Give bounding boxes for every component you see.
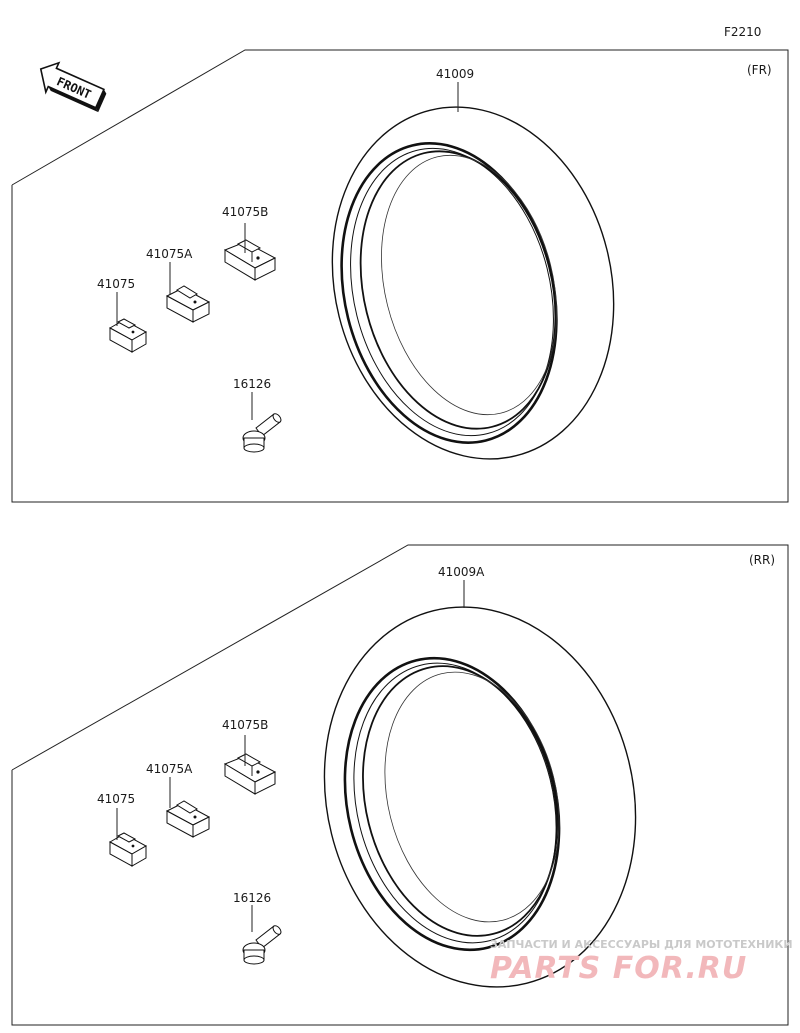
front-weight-a-part-number: 41075A: [146, 247, 193, 261]
watermark-brand: PARTS FOR.RU: [490, 951, 747, 986]
front-weight-b-icon: [223, 239, 277, 281]
front-weight-a-icon: [165, 285, 211, 323]
rear-tire: [323, 606, 637, 988]
figure-code: F2210: [724, 25, 761, 39]
front-arrow-icon: FRONT: [39, 61, 107, 113]
watermark-tagline: ЗАПЧАСТИ И АКСЕССУАРЫ ДЛЯ МОТОТЕХНИКИ: [490, 938, 793, 951]
front-weight-b-part-number: 41075B: [222, 205, 268, 219]
rear-weight-b-icon: [223, 753, 277, 795]
front-tire: [331, 106, 615, 460]
rear-valve-part-number: 16126: [233, 891, 271, 905]
rear-panel: (RR) 41009A 41075B: [11, 544, 789, 1026]
watermark: ЗАПЧАСТИ И АКСЕССУАРЫ ДЛЯ МОТОТЕХНИКИ PA…: [490, 938, 793, 986]
rear-valve-icon: [242, 925, 282, 965]
rear-weight-b-part-number: 41075B: [222, 718, 268, 732]
front-weight-icon: [108, 318, 148, 353]
rear-weight-part-number: 41075: [97, 792, 135, 806]
front-panel: (FR) 41009 41075B: [11, 49, 789, 503]
front-position-label: (FR): [747, 63, 772, 77]
front-valve-icon: [242, 413, 282, 453]
rear-weight-a-icon: [165, 800, 211, 838]
front-tire-part-number: 41009: [436, 67, 474, 81]
rear-position-label: (RR): [749, 553, 775, 567]
front-valve-part-number: 16126: [233, 377, 271, 391]
rear-weight-icon: [108, 832, 148, 867]
rear-tire-part-number: 41009A: [438, 565, 485, 579]
rear-weight-a-part-number: 41075A: [146, 762, 193, 776]
front-weight-part-number: 41075: [97, 277, 135, 291]
